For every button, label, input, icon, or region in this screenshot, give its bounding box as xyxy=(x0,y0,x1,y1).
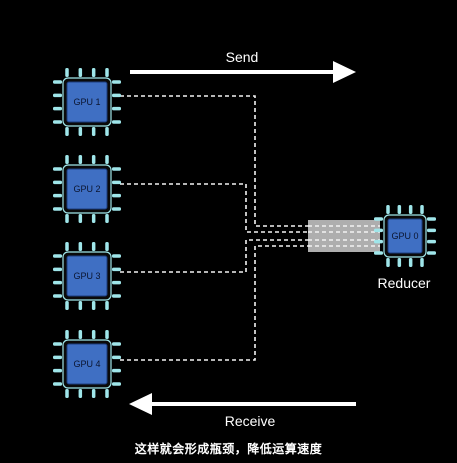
chip-die xyxy=(66,343,108,385)
reducer-gpu-chip: GPU 0 xyxy=(374,205,436,267)
caption: 这样就会形成瓶颈，降低运算速度 xyxy=(134,442,323,456)
gpu-chips: GPU 1 GPU 2 GPU 3 GPU 4 GPU 0 xyxy=(53,68,436,398)
send-arrow xyxy=(130,61,356,83)
chip-die xyxy=(66,255,108,297)
link-gpu-3 xyxy=(120,239,310,273)
gpu-label: GPU 3 xyxy=(73,271,100,281)
gpu-chip-3: GPU 3 xyxy=(53,242,121,310)
gpu-label: GPU 4 xyxy=(73,359,100,369)
bottleneck-highlight xyxy=(308,220,380,252)
connection-lines xyxy=(120,95,310,361)
send-label: Send xyxy=(226,49,259,65)
chip-die xyxy=(66,168,108,210)
link-gpu-4 xyxy=(120,245,310,361)
receive-label: Receive xyxy=(225,413,276,429)
gpu-chip-2: GPU 2 xyxy=(53,155,121,223)
gpu-label: GPU 0 xyxy=(391,231,418,241)
reducer-label: Reducer xyxy=(378,275,431,291)
chip-die xyxy=(387,218,423,254)
receive-arrow xyxy=(129,393,356,415)
link-gpu-1 xyxy=(120,95,310,227)
chip-die xyxy=(66,81,108,123)
gpu-chip-1: GPU 1 xyxy=(53,68,121,136)
link-gpu-2 xyxy=(120,183,310,233)
gpu-label: GPU 1 xyxy=(73,97,100,107)
gpu-label: GPU 2 xyxy=(73,184,100,194)
gpu-chip-4: GPU 4 xyxy=(53,330,121,398)
